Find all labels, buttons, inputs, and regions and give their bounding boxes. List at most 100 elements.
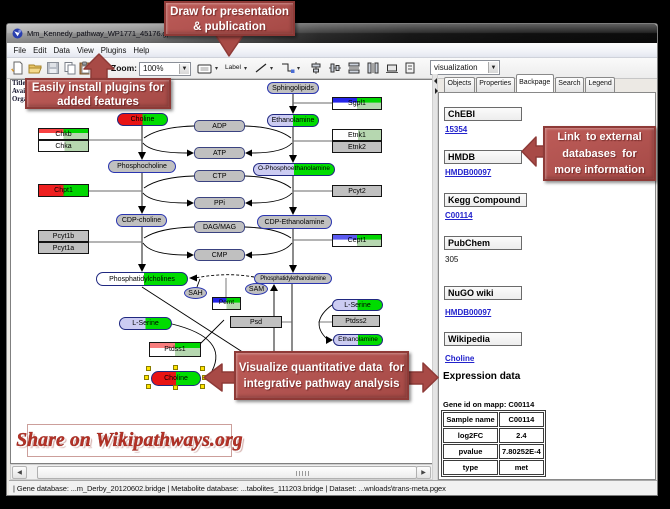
node-cdp-ethanolamine[interactable]: CDP-Ethanolamine — [257, 215, 332, 229]
panel-splitter[interactable] — [432, 74, 438, 480]
copy-icon[interactable] — [63, 61, 77, 75]
open-folder-icon[interactable] — [28, 61, 42, 75]
node-etnk2[interactable]: Etnk2 — [332, 141, 382, 153]
distribute-vertical-icon[interactable] — [366, 61, 380, 75]
node-ppi[interactable]: PPi — [194, 197, 245, 209]
node-ctp[interactable]: CTP — [194, 170, 245, 182]
info-label: Title: — [12, 80, 28, 87]
align-center-icon[interactable] — [309, 61, 323, 75]
node-ptdss2[interactable]: Ptdss2 — [332, 315, 380, 327]
node-sphingolipids[interactable]: Sphingolipids — [267, 82, 319, 94]
pathway-canvas[interactable]: Title: Availability: Organism: Choline C… — [10, 79, 433, 464]
stack-icon[interactable] — [404, 61, 418, 75]
scroll-left-icon[interactable]: ◀ — [12, 466, 27, 479]
zoom-dropdown-arrow-icon[interactable]: ▼ — [179, 63, 189, 74]
node-etnk1[interactable]: Etnk1 — [332, 129, 382, 141]
node-choline-selected[interactable]: Choline — [151, 371, 201, 386]
node-pcyt2[interactable]: Pcyt2 — [332, 185, 382, 197]
selection-handle[interactable] — [202, 375, 207, 380]
menu-help[interactable]: Help — [133, 45, 150, 55]
table-row: type met — [443, 460, 544, 475]
node-cmp[interactable]: CMP — [194, 249, 245, 261]
callout-line: Link to external — [557, 131, 642, 143]
selection-handle[interactable] — [146, 366, 151, 371]
visualization-value: visualization — [434, 63, 478, 72]
node-phosphatidylcholines[interactable]: Phosphatidylcholines — [96, 272, 188, 286]
cell-pvalue-value: 7.80252E-4 — [499, 444, 544, 459]
menu-plugins[interactable]: Plugins — [100, 45, 127, 55]
node-ptdss1[interactable]: Ptdss1 — [149, 342, 201, 357]
node-chkb[interactable]: Chkb — [38, 128, 89, 140]
splitter-handle-icon[interactable] — [433, 76, 439, 96]
label-tool-icon[interactable]: Label — [225, 64, 241, 71]
save-icon[interactable] — [46, 61, 60, 75]
common-size-icon[interactable] — [385, 61, 399, 75]
selection-handle[interactable] — [200, 384, 205, 389]
node-psd[interactable]: Psd — [230, 316, 282, 328]
line-dropdown-icon[interactable]: ▾ — [270, 66, 274, 72]
selection-handle[interactable] — [173, 385, 178, 390]
nugo-link[interactable]: HMDB00097 — [445, 308, 492, 317]
node-adp[interactable]: ADP — [194, 120, 245, 132]
node-dag-mag[interactable]: DAG/MAG — [194, 221, 245, 233]
node-sam[interactable]: SAM — [245, 283, 268, 295]
selection-handle[interactable] — [146, 384, 151, 389]
zoom-combobox[interactable]: 100% ▼ — [139, 61, 191, 76]
node-pcyt1b[interactable]: Pcyt1b — [38, 230, 89, 242]
selection-handle[interactable] — [144, 375, 149, 380]
tab-search[interactable]: Search — [554, 77, 584, 92]
tab-properties[interactable]: Properties — [475, 77, 515, 92]
pathway-links-layer — [89, 94, 333, 394]
tab-backpage[interactable]: Backpage — [515, 74, 554, 92]
node-atp[interactable]: ATP — [194, 147, 245, 159]
datanode-dropdown-icon[interactable]: ▾ — [215, 66, 219, 72]
tab-objects[interactable]: Objects — [444, 77, 475, 92]
node-phosphocholine[interactable]: Phosphocholine — [108, 160, 176, 173]
node-sah[interactable]: SAH — [184, 287, 207, 299]
share-banner-text: Share on Wikipathways.org — [16, 429, 243, 451]
menu-data[interactable]: Data — [53, 45, 70, 55]
datanode-tool-icon[interactable] — [197, 62, 212, 76]
distribute-horizontal-icon[interactable] — [347, 61, 361, 75]
paste-icon[interactable] — [78, 61, 92, 75]
scrollbar-thumb[interactable] — [37, 466, 417, 479]
tab-legend[interactable]: Legend — [584, 77, 616, 92]
kegg-link[interactable]: C00114 — [445, 211, 473, 220]
node-ethanolamine[interactable]: Ethanolamine — [267, 114, 319, 127]
visualization-combobox[interactable]: visualization ▼ — [430, 60, 500, 75]
align-middle-icon[interactable] — [328, 61, 342, 75]
new-file-icon[interactable] — [11, 61, 25, 75]
chebi-link[interactable]: 15354 — [445, 125, 468, 134]
title-bar[interactable]: Mm_Kennedy_pathway_WP1771_45176.gpml — [7, 24, 657, 43]
node-cdp-choline[interactable]: CDP-choline — [116, 214, 167, 227]
node-l-serine-right[interactable]: L-Serine — [332, 299, 383, 311]
menu-edit[interactable]: Edit — [33, 45, 47, 55]
scroll-right-icon[interactable]: ▶ — [416, 466, 431, 479]
node-chpt1[interactable]: Chpt1 — [38, 184, 89, 197]
table-row: pvalue 7.80252E-4 — [443, 444, 544, 459]
node-pemt[interactable]: Pemt — [212, 297, 241, 310]
wikipedia-link[interactable]: Choline — [445, 354, 475, 363]
callout-plugins: Easily install plugins for added feature… — [25, 78, 171, 109]
hmdb-link[interactable]: HMDB00097 — [445, 168, 492, 177]
connector-dropdown-icon[interactable]: ▾ — [297, 66, 301, 72]
connector-tool-icon[interactable] — [280, 61, 295, 75]
menu-file[interactable]: File — [13, 45, 27, 55]
selection-handle[interactable] — [173, 365, 178, 370]
node-sgpl1[interactable]: Sgpl1 — [332, 97, 382, 110]
node-ethanolamine-small[interactable]: Ethanolamine — [333, 334, 383, 346]
node-choline-top[interactable]: Choline — [117, 113, 168, 126]
node-phosphatidylethanolamine[interactable]: Phosphatidylethanolamine — [254, 273, 332, 284]
node-chka[interactable]: Chka — [38, 140, 89, 152]
canvas-horizontal-scrollbar[interactable]: ◀ ▶ — [10, 464, 433, 480]
node-pcyt1a[interactable]: Pcyt1a — [38, 242, 89, 254]
selection-handle[interactable] — [200, 366, 205, 371]
node-o-phosphoethanolamine[interactable]: O-Phosphoethanolamine — [253, 163, 335, 176]
menu-view[interactable]: View — [77, 45, 94, 55]
cell-log2fc-label: log2FC — [443, 428, 498, 443]
node-cept1[interactable]: Cept1 — [332, 234, 382, 247]
visualization-dropdown-arrow-icon[interactable]: ▼ — [488, 62, 498, 73]
node-l-serine-left[interactable]: L-Serine — [119, 317, 172, 330]
label-dropdown-icon[interactable]: ▾ — [244, 66, 248, 72]
line-tool-icon[interactable] — [254, 61, 268, 75]
